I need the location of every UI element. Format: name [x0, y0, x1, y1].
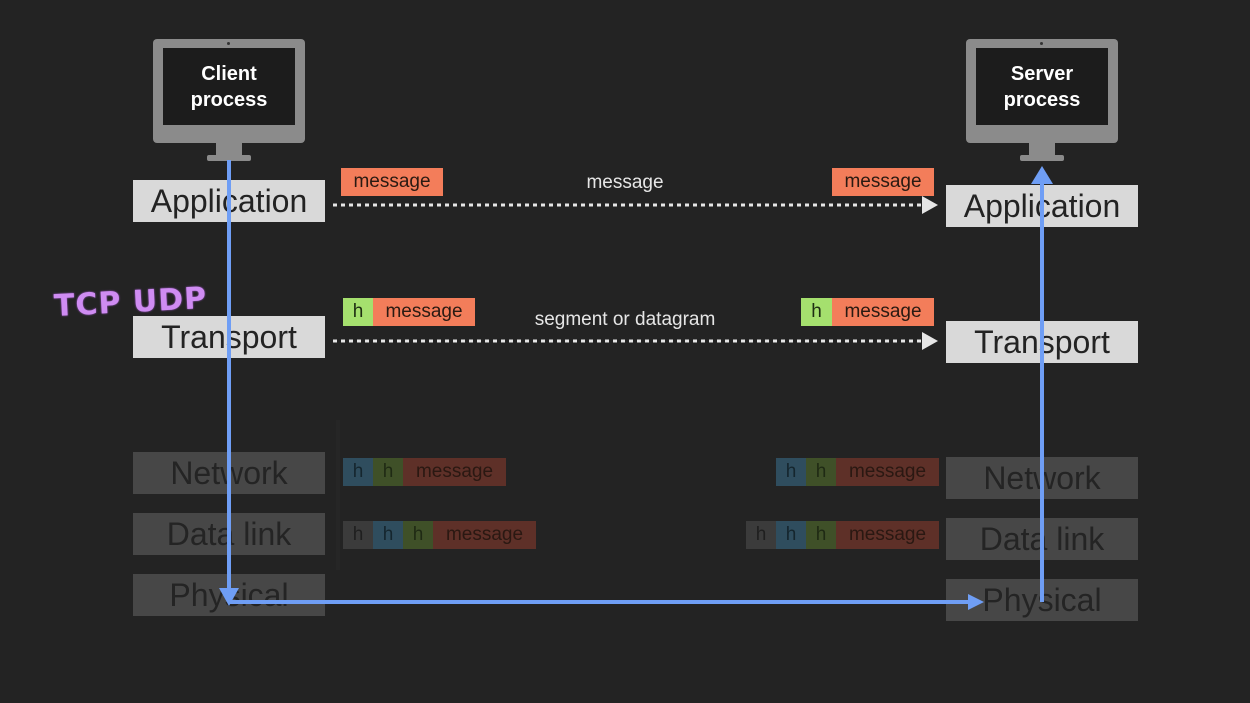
- client-computer-icon: Client process: [153, 39, 305, 161]
- header-segment: h: [343, 298, 373, 326]
- client-app-packet: message: [341, 168, 443, 196]
- header-segment: h: [746, 521, 776, 549]
- header-segment: h: [403, 521, 433, 549]
- message-segment: message: [832, 168, 934, 196]
- header-segment: h: [806, 521, 836, 549]
- physical-link-arrowhead-icon: [968, 594, 984, 610]
- header-segment: h: [776, 521, 806, 549]
- transport-arrowhead-icon: [922, 332, 938, 350]
- client-monitor-camera: [227, 42, 230, 45]
- client-label-line1: Client: [201, 62, 257, 85]
- header-segment: h: [373, 458, 403, 486]
- client-monitor-foot: [207, 155, 251, 161]
- server-datalink-packet: h h h message: [746, 521, 939, 549]
- server-label-line1: Server: [1010, 62, 1074, 85]
- client-transport-packet: h message: [343, 298, 475, 326]
- header-segment: h: [373, 521, 403, 549]
- transport-flow-label: segment or datagram: [534, 309, 716, 330]
- header-segment: h: [343, 458, 373, 486]
- client-network-packet: h h message: [343, 458, 506, 486]
- client-process-label: Client process: [163, 48, 295, 125]
- client-monitor-neck: [216, 143, 242, 155]
- server-app-packet: message: [832, 168, 934, 196]
- server-monitor-neck: [1029, 143, 1055, 155]
- message-segment: message: [403, 458, 506, 486]
- message-segment: message: [341, 168, 443, 196]
- server-up-arrowhead-icon: [1031, 166, 1053, 184]
- server-transport-packet: h message: [801, 298, 934, 326]
- client-label-line2: process: [190, 88, 268, 111]
- server-monitor-foot: [1020, 155, 1064, 161]
- header-segment: h: [806, 458, 836, 486]
- header-segment: h: [801, 298, 832, 326]
- server-process-label: Server process: [976, 48, 1108, 125]
- message-segment: message: [836, 458, 939, 486]
- client-datalink-packet: h h h message: [343, 521, 536, 549]
- message-segment: message: [433, 521, 536, 549]
- application-arrowhead-icon: [922, 196, 938, 214]
- server-monitor-camera: [1040, 42, 1043, 45]
- header-segment: h: [343, 521, 373, 549]
- server-network-packet: h h message: [776, 458, 939, 486]
- server-label-line2: process: [1003, 88, 1081, 111]
- client-down-arrowhead-icon: [219, 588, 239, 606]
- client-lower-panel: [336, 420, 340, 570]
- message-segment: message: [832, 298, 934, 326]
- message-segment: message: [373, 298, 475, 326]
- application-flow-label: message: [586, 172, 664, 193]
- message-segment: message: [836, 521, 939, 549]
- server-computer-icon: Server process: [966, 39, 1118, 161]
- header-segment: h: [776, 458, 806, 486]
